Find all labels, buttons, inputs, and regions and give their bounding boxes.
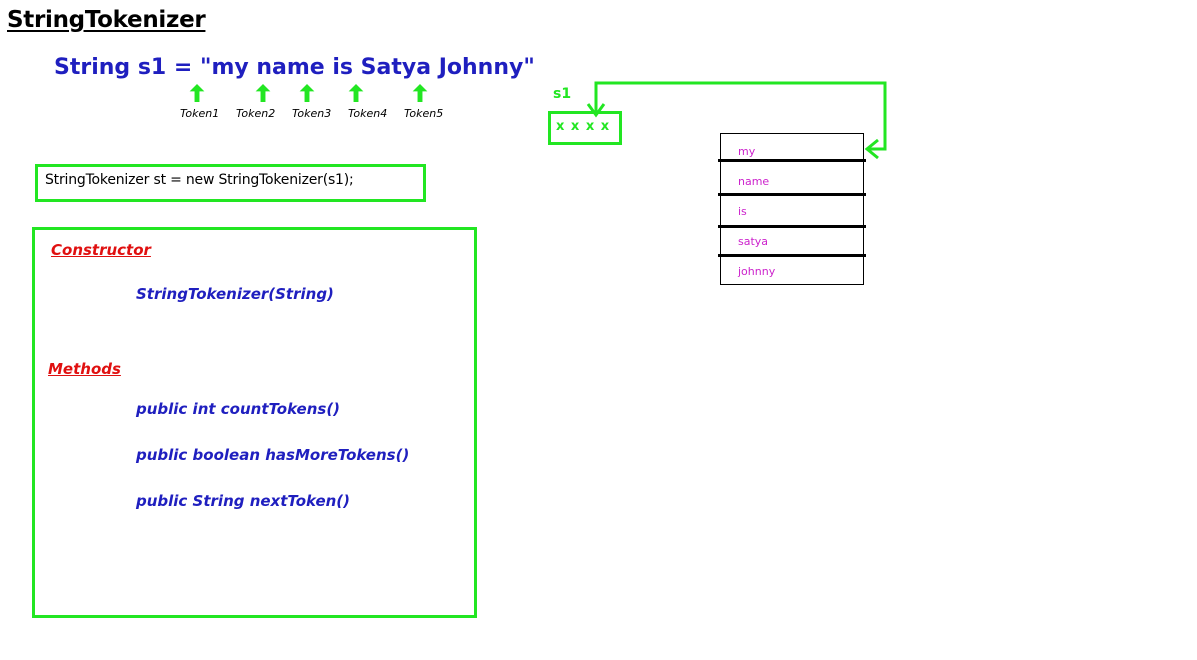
cell-divider [718, 159, 866, 162]
code-box [35, 164, 426, 202]
token-arrow-icon [299, 84, 315, 102]
token-cell: satya [738, 235, 769, 248]
method-signature: public boolean hasMoreTokens() [136, 446, 410, 464]
method-signature: public int countTokens() [136, 400, 341, 418]
constructor-heading: Constructor [51, 241, 151, 259]
reference-name: s1 [553, 86, 572, 102]
token-cell: name [738, 175, 770, 188]
code-statement: StringTokenizer st = new StringTokenizer… [45, 172, 354, 188]
token-label: Token4 [348, 107, 388, 120]
methods-heading: Methods [48, 360, 121, 378]
token-cell: johnny [738, 265, 776, 278]
reference-value: x x x x [556, 119, 611, 134]
token-arrow-icon [189, 84, 205, 102]
token-label: Token2 [236, 107, 276, 120]
token-label: Token1 [180, 107, 220, 120]
cell-divider [718, 225, 866, 228]
page-title: StringTokenizer [7, 7, 206, 33]
token-arrow-icon [412, 84, 428, 102]
method-signature: public String nextToken() [136, 492, 351, 510]
token-cell: is [738, 205, 747, 218]
string-declaration: String s1 = "my name is Satya Johnny" [54, 55, 535, 80]
reference-pointer-arrow [586, 81, 887, 160]
token-label: Token5 [404, 107, 444, 120]
cell-divider [718, 193, 866, 196]
constructor-signature: StringTokenizer(String) [136, 285, 334, 303]
token-cell: my [738, 145, 756, 158]
token-label: Token3 [292, 107, 332, 120]
token-arrow-icon [348, 84, 364, 102]
reference-box [548, 111, 622, 145]
token-arrow-icon [255, 84, 271, 102]
api-box [32, 227, 477, 618]
tokenizer-object [720, 133, 864, 285]
cell-divider [718, 254, 866, 257]
